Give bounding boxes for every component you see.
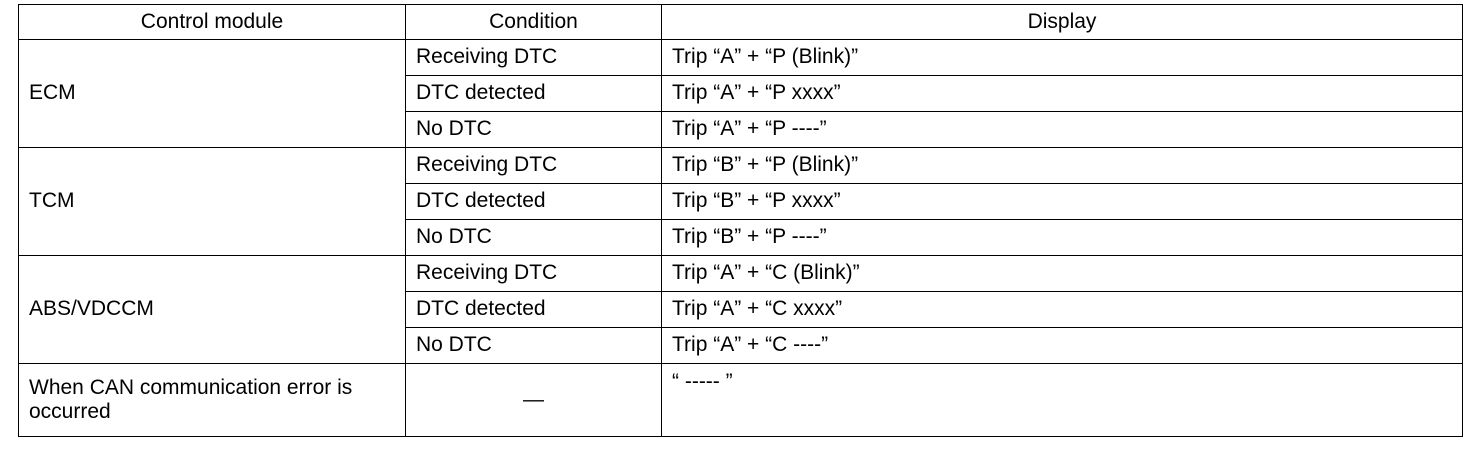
condition-cell: No DTC [405, 219, 662, 256]
table-row: DTC detected Trip “B” + “P xxxx” [19, 183, 1463, 220]
condition-cell: No DTC [405, 327, 662, 364]
table-row: ECM Receiving DTC Trip “A” + “P (Blink)” [18, 39, 1463, 148]
condition-cell: Receiving DTC [405, 39, 662, 76]
module-cell-abs-vdccm: ABS/VDCCM [18, 255, 406, 364]
dtc-display-table: Control module Condition Display ECM Rec… [18, 4, 1463, 437]
header-control-module: Control module [18, 4, 406, 40]
table-row-can-error: When CAN communication error is occurred… [18, 363, 1463, 437]
display-cell: Trip “B” + “P ----” [661, 219, 1463, 256]
display-cell: Trip “A” + “C ----” [661, 327, 1463, 364]
module-cell-can-error: When CAN communication error is occurred [18, 363, 406, 437]
condition-cell-dash: — [405, 363, 662, 437]
display-cell: Trip “A” + “C xxxx” [661, 291, 1463, 328]
display-cell: Trip “A” + “C (Blink)” [661, 255, 1463, 292]
module-cell-tcm: TCM [18, 147, 406, 256]
condition-cell: Receiving DTC [405, 255, 662, 292]
display-cell: Trip “A” + “P ----” [661, 111, 1463, 148]
display-cell: Trip “B” + “P (Blink)” [661, 147, 1463, 184]
condition-cell: DTC detected [405, 183, 662, 220]
condition-cell: DTC detected [405, 75, 662, 112]
header-display: Display [661, 4, 1463, 40]
display-cell-can-error: “ ----- ” [661, 363, 1463, 437]
header-condition: Condition [405, 4, 662, 40]
table-row: DTC detected Trip “A” + “P xxxx” [19, 75, 1463, 112]
table-row: TCM Receiving DTC Trip “B” + “P (Blink)” [18, 147, 1463, 256]
display-cell: Trip “B” + “P xxxx” [661, 183, 1463, 220]
condition-cell: No DTC [405, 111, 662, 148]
table-row: DTC detected Trip “A” + “C xxxx” [19, 291, 1463, 328]
table-row: No DTC Trip “B” + “P ----” [19, 219, 1463, 256]
table-row: No DTC Trip “A” + “P ----” [19, 111, 1463, 148]
display-cell: Trip “A” + “P xxxx” [661, 75, 1463, 112]
table-row: ABS/VDCCM Receiving DTC Trip “A” + “C (B… [18, 255, 1463, 364]
header-row: Control module Condition Display [18, 4, 1463, 40]
condition-cell: DTC detected [405, 291, 662, 328]
condition-cell: Receiving DTC [405, 147, 662, 184]
display-cell: Trip “A” + “P (Blink)” [661, 39, 1463, 76]
module-cell-ecm: ECM [18, 39, 406, 148]
table-row: No DTC Trip “A” + “C ----” [19, 327, 1463, 364]
